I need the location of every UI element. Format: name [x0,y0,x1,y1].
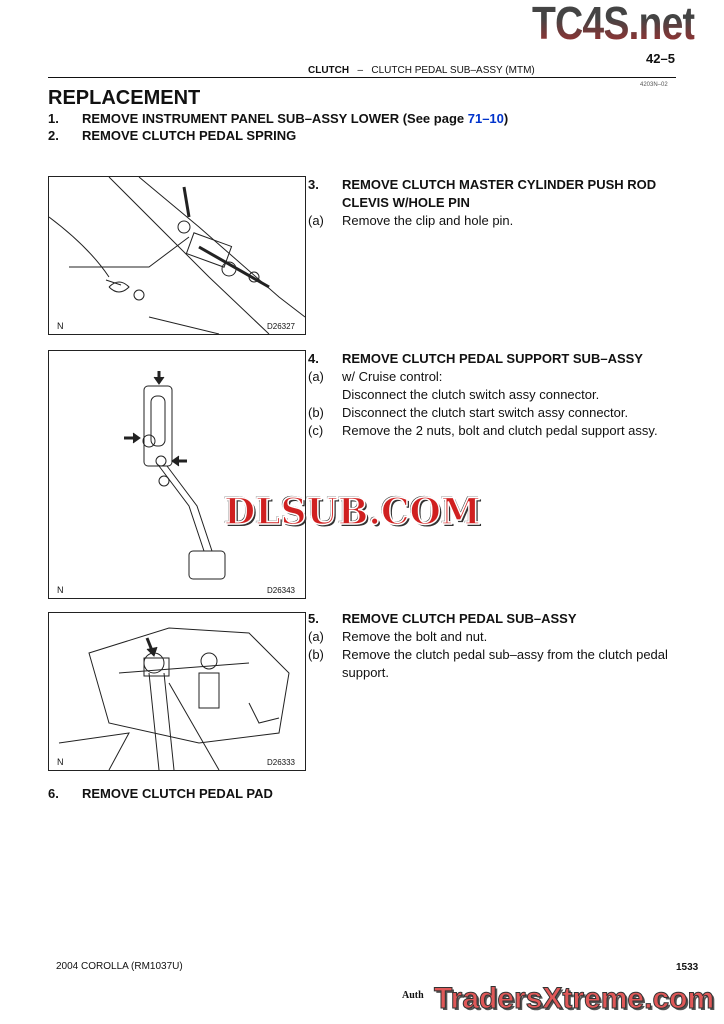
page-link[interactable]: 71–10 [467,111,504,126]
running-header: CLUTCH – CLUTCH PEDAL SUB–ASSY (MTM) [308,65,535,76]
figure-code: D26333 [266,758,295,767]
footer-page: 1533 [676,962,699,973]
page-title: REPLACEMENT [48,87,201,109]
figure-push-rod-clevis: N D26327 [48,176,306,335]
step-3: 3.REMOVE CLUTCH MASTER CYLINDER PUSH ROD… [308,177,657,228]
tradersxtreme-watermark: TradersXtreme.com [433,982,715,1016]
figure-label-n: N [57,585,64,595]
step-1: 1.REMOVE INSTRUMENT PANEL SUB–ASSY LOWER… [48,111,509,126]
step-5: 5.REMOVE CLUTCH PEDAL SUB–ASSY (a)Remove… [308,611,668,680]
header-rule [48,77,676,78]
footer-auth: Auth [402,990,424,1001]
figure-code: D26327 [266,322,295,331]
figure-code: D26343 [266,586,295,595]
page-number: 42–5 [646,51,675,66]
illustration [58,627,290,770]
step-4: 4.REMOVE CLUTCH PEDAL SUPPORT SUB–ASSY (… [308,351,658,438]
doc-code: 4203N–02 [640,82,668,88]
figure-pedal-sub-assy: N D26333 [48,612,306,771]
figure-pedal-support: N D26343 [48,350,306,599]
dlsub-watermark: DLSUB.COM [223,491,481,533]
step-2: 2.REMOVE CLUTCH PEDAL SPRING [48,128,297,143]
footer-model: 2004 COROLLA (RM1037U) [56,961,183,972]
figure-label-n: N [57,757,64,767]
step-6: 6.REMOVE CLUTCH PEDAL PAD [48,786,273,801]
tc4s-watermark: TC4S.net [532,0,695,49]
figure-label-n: N [57,321,64,331]
illustration [124,371,226,580]
illustration [49,177,305,334]
